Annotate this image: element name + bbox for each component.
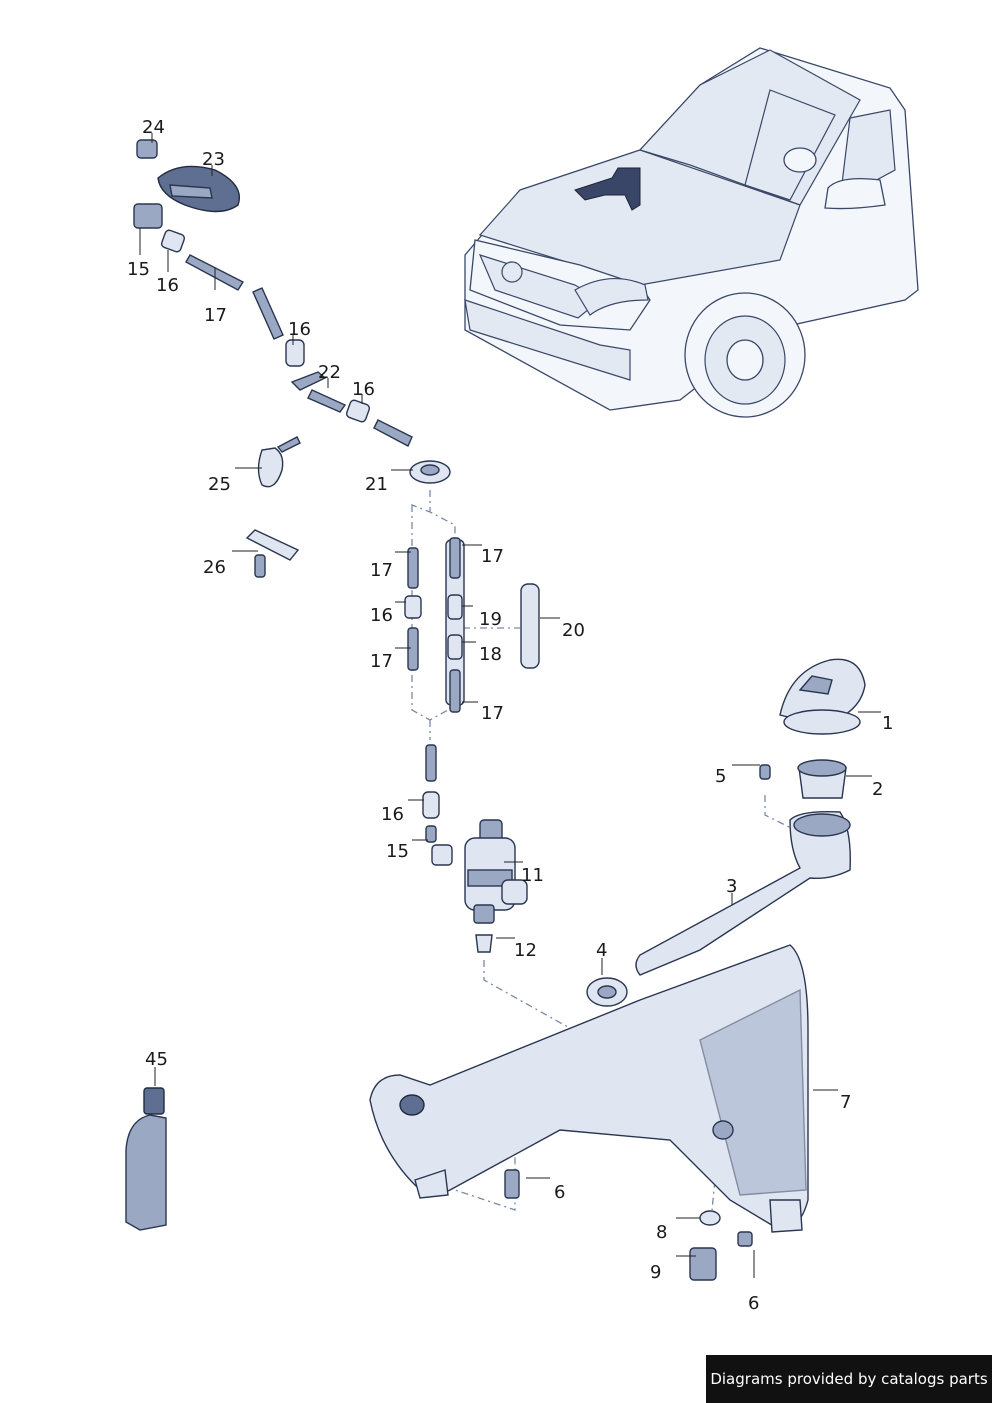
callout-1: 1: [882, 713, 893, 734]
callout-16: 16: [370, 605, 393, 626]
callout-17: 17: [481, 703, 504, 724]
callout-6: 6: [748, 1293, 759, 1314]
callout-18: 18: [479, 644, 502, 665]
callout-15: 15: [127, 259, 150, 280]
callout-21: 21: [365, 474, 388, 495]
callout-20: 20: [562, 620, 585, 641]
hose-parts: [404, 537, 540, 866]
callout-23: 23: [202, 149, 225, 170]
callout-2: 2: [872, 779, 883, 800]
callout-17: 17: [204, 305, 227, 326]
vehicle-illustration: [464, 47, 919, 418]
callout-17: 17: [370, 560, 393, 581]
callout-22: 22: [318, 362, 341, 383]
callout-5: 5: [715, 766, 726, 787]
callout-17: 17: [370, 651, 393, 672]
callout-25: 25: [208, 474, 231, 495]
fluid-bottle: [125, 1087, 167, 1231]
callout-17: 17: [481, 546, 504, 567]
callout-15: 15: [386, 841, 409, 862]
small-parts: [133, 139, 451, 578]
callout-16: 16: [156, 275, 179, 296]
callout-16: 16: [352, 379, 375, 400]
leader-lines: [139, 133, 881, 1278]
callout-4: 4: [596, 940, 607, 961]
callout-26: 26: [203, 557, 226, 578]
callout-7: 7: [840, 1092, 851, 1113]
watermark-text: Diagrams provided by catalogs parts: [710, 1370, 988, 1388]
filler-neck: [586, 658, 866, 1007]
washer-pump: [464, 819, 528, 953]
callout-24: 24: [142, 117, 165, 138]
callout-45: 45: [145, 1049, 168, 1070]
callout-9: 9: [650, 1262, 661, 1283]
callout-6: 6: [554, 1182, 565, 1203]
callout-labels: 24 23 15 16 17 16 22 16 25 21 26 17 17 1…: [127, 117, 893, 1314]
watermark-banner: Diagrams provided by catalogs parts: [706, 1355, 992, 1403]
callout-16: 16: [288, 319, 311, 340]
callout-11: 11: [521, 865, 544, 886]
callout-3: 3: [726, 876, 737, 897]
callout-19: 19: [479, 609, 502, 630]
callout-8: 8: [656, 1222, 667, 1243]
callout-12: 12: [514, 940, 537, 961]
callout-16: 16: [381, 804, 404, 825]
washer-reservoir: [369, 944, 809, 1281]
